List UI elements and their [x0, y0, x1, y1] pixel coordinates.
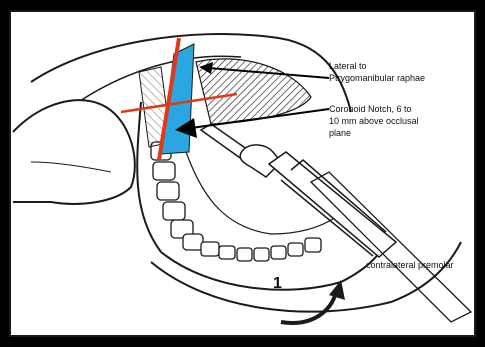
label-lateral-raphae: Lateral to Ptrygomanibular raphae	[329, 60, 425, 84]
rotation-arrow	[281, 292, 336, 323]
label-tooth-number: 1	[273, 278, 282, 290]
finger-outline	[13, 100, 135, 204]
pterygomandibular-blue-region	[161, 44, 194, 154]
label-contralateral-premolar: contralateral premolar	[366, 259, 454, 271]
lower-lip-outline	[151, 242, 461, 312]
illustration-panel: Lateral to Ptrygomanibular raphae Corono…	[9, 10, 476, 337]
label-coronoid-notch: Coronoid Notch, 6 to 10 mm above occlusa…	[329, 103, 419, 139]
